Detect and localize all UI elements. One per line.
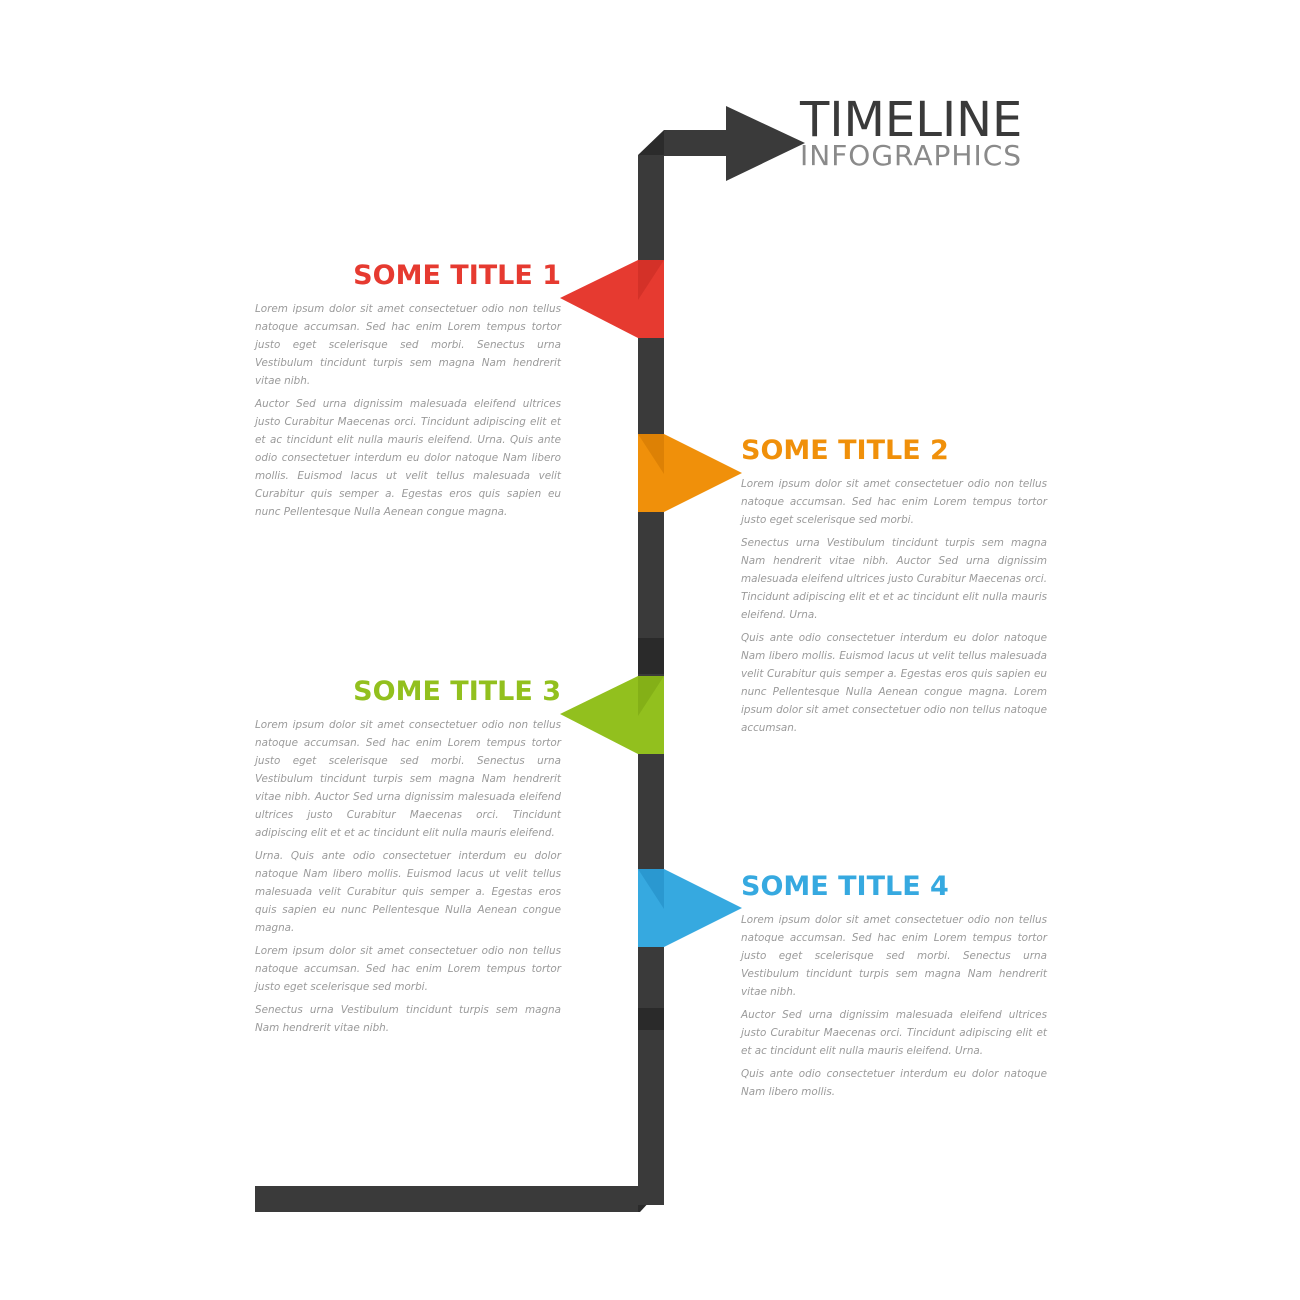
header-subtitle: INFOGRAPHICS	[800, 139, 1023, 172]
step-3-paragraph: Lorem ipsum dolor sit amet consectetuer …	[255, 945, 561, 993]
step-2-block: SOME TITLE 2 Lorem ipsum dolor sit amet …	[741, 433, 1047, 742]
step-1-paragraph: Lorem ipsum dolor sit amet consectetuer …	[255, 303, 561, 387]
step-2-title: SOME TITLE 2	[741, 435, 949, 466]
step-4-block: SOME TITLE 4 Lorem ipsum dolor sit amet …	[741, 869, 1047, 1106]
step-3-block: SOME TITLE 3 Lorem ipsum dolor sit amet …	[255, 674, 561, 1042]
step-1-title: SOME TITLE 1	[353, 260, 561, 291]
timeline-bottom-leg	[255, 1186, 639, 1212]
step-2-paragraph: Senectus urna Vestibulum tincidunt turpi…	[741, 537, 1047, 621]
step-4-paragraph: Lorem ipsum dolor sit amet consectetuer …	[741, 914, 1047, 998]
step-3-paragraph: Urna. Quis ante odio consectetuer interd…	[255, 850, 561, 934]
step-2-marker	[638, 434, 742, 512]
step-3-paragraph: Senectus urna Vestibulum tincidunt turpi…	[255, 1004, 561, 1034]
step-2-paragraph: Lorem ipsum dolor sit amet consectetuer …	[741, 478, 1047, 526]
header: TIMELINE INFOGRAPHICS	[800, 92, 1022, 170]
spine-separator	[638, 638, 664, 674]
timeline-arrowhead	[726, 106, 805, 181]
spine-separators	[638, 638, 664, 1030]
spine-separator	[638, 1008, 664, 1030]
step-1-marker	[560, 260, 664, 338]
step-3-paragraph: Lorem ipsum dolor sit amet consectetuer …	[255, 719, 561, 839]
timeline-top-leg	[664, 130, 730, 156]
header-title: TIMELINE	[800, 92, 1023, 148]
step-1-paragraph: Auctor Sed urna dignissim malesuada elei…	[255, 398, 561, 518]
step-1-block: SOME TITLE 1 Lorem ipsum dolor sit amet …	[255, 258, 561, 526]
step-4-paragraph: Quis ante odio consectetuer interdum eu …	[741, 1068, 1047, 1098]
step-2-paragraph: Quis ante odio consectetuer interdum eu …	[741, 632, 1047, 734]
step-4-marker	[638, 869, 742, 947]
step-4-title: SOME TITLE 4	[741, 871, 949, 902]
step-4-paragraph: Auctor Sed urna dignissim malesuada elei…	[741, 1009, 1047, 1057]
step-3-marker	[560, 676, 664, 754]
step-3-title: SOME TITLE 3	[353, 676, 561, 707]
